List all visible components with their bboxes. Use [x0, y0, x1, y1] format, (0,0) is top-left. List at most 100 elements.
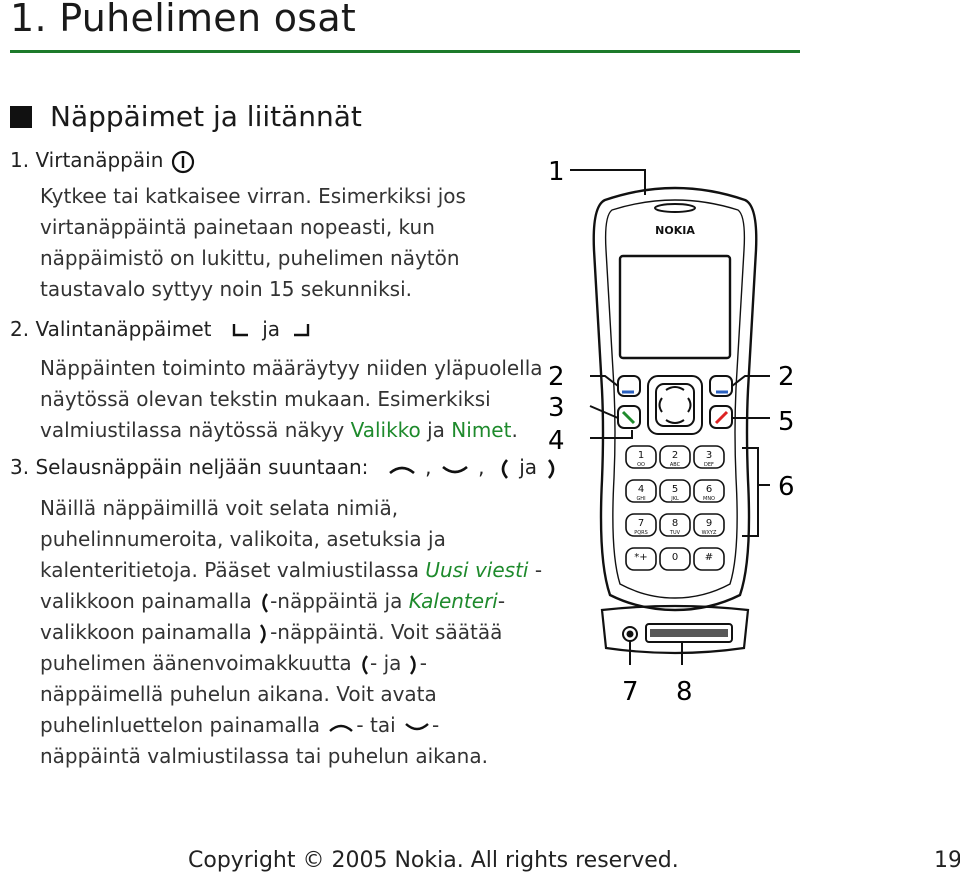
item-2-connector: ja — [262, 317, 281, 341]
scroll-down-icon — [441, 465, 468, 473]
text-line: Kytkee tai katkaisee virran. Esimerkiksi… — [40, 184, 466, 208]
right-selection-key-icon — [294, 323, 310, 336]
keypad-key-letters: DEF — [704, 462, 714, 468]
keypad-key-letters: WXYZ — [702, 530, 717, 536]
scroll-right-icon — [409, 654, 416, 675]
keypad-key-letters: ABC — [670, 462, 681, 468]
item-1-heading: 1. Virtanäppäin — [10, 148, 196, 175]
text-line: näppäimistö on lukittu, puhelimen näytön — [40, 246, 460, 270]
scroll-up-icon — [388, 466, 415, 474]
text-line: valikkoon painamalla -näppäintä. Voit sä… — [40, 617, 542, 648]
keypad-key-number: 9 — [706, 518, 712, 529]
text-span: -näppäintä. Voit säätää — [270, 620, 503, 644]
text-span: valikkoon painamalla — [40, 620, 259, 644]
text-line: puhelimen äänenvoimakkuutta - ja - — [40, 648, 542, 679]
uusi-viesti-term: Uusi viesti — [425, 558, 529, 582]
item-2-heading: 2. Valintanäppäimet ja — [10, 317, 316, 342]
keypad-key-number: 2 — [672, 450, 678, 461]
callout-6: 6 — [778, 472, 795, 502]
text-line: kalenteritietoja. Pääset valmiustilassa … — [40, 555, 542, 586]
text-line: Näillä näppäimillä voit selata nimiä, — [40, 496, 399, 520]
text-span: - — [419, 651, 427, 675]
text-span: - — [528, 558, 543, 582]
item-3-label: 3. Selausnäppäin neljään suuntaan: — [10, 455, 369, 479]
keypad-key-number: 8 — [672, 518, 678, 529]
separator: , — [425, 455, 432, 479]
item-3-heading: 3. Selausnäppäin neljään suuntaan: , , j… — [10, 455, 561, 481]
text-line: puhelinnumeroita, valikoita, asetuksia j… — [40, 527, 446, 551]
scroll-right-icon — [548, 458, 555, 479]
callout-7: 7 — [622, 677, 639, 707]
keypad: 1OO2ABC3DEF4GHI5JKL6MNO7PQRS8TUV9WXYZ*+0… — [625, 445, 725, 571]
keypad-key — [625, 513, 657, 537]
keypad-key — [659, 445, 691, 469]
section-heading: Näppäimet ja liitännät — [10, 100, 362, 133]
scroll-left-icon — [501, 458, 508, 479]
scroll-down-icon — [405, 722, 429, 730]
keypad-key — [625, 445, 657, 469]
text-line: valmiustilassa näytössä näkyy Valikko ja… — [40, 415, 543, 446]
keypad-key-number: 5 — [672, 484, 678, 495]
bullet-square-icon — [10, 105, 32, 128]
scroll-left-icon — [362, 654, 369, 675]
phone-illustration: 1OO2ABC3DEF4GHI5JKL6MNO7PQRS8TUV9WXYZ*+0… — [548, 157, 795, 707]
nimet-term: Nimet — [451, 418, 512, 442]
item-3-body: Näillä näppäimillä voit selata nimiä, pu… — [40, 493, 542, 772]
item-1-body: Kytkee tai katkaisee virran. Esimerkiksi… — [40, 181, 466, 305]
page-number: 19 — [934, 848, 960, 873]
item-3-connector: ja — [519, 455, 538, 479]
chapter-title: 1. Puhelimen osat — [10, 0, 357, 40]
chapter-rule — [10, 50, 800, 53]
callout-5: 5 — [778, 407, 795, 437]
text-span: - — [432, 713, 440, 737]
scroll-right-icon — [260, 623, 266, 644]
text-span: kalenteritietoja. Pääset valmiustilassa — [40, 558, 426, 582]
valikko-term: Valikko — [350, 418, 421, 442]
power-key-icon — [171, 150, 194, 173]
text-span: . — [511, 418, 518, 442]
keypad-key-number: 4 — [638, 484, 644, 495]
text-span: - tai — [356, 713, 402, 737]
text-span: ja — [420, 418, 452, 442]
separator: , — [478, 455, 485, 479]
keypad-key — [625, 547, 657, 571]
keypad-key-number: 6 — [706, 484, 712, 495]
text-span: valmiustilassa näytössä näkyy — [40, 418, 351, 442]
section-title: Näppäimet ja liitännät — [50, 100, 362, 133]
keypad-key — [625, 479, 657, 503]
keypad-key — [693, 445, 725, 469]
text-line: näytössä olevan tekstin mukaan. Esimerki… — [40, 387, 491, 411]
keypad-key-number: 3 — [706, 450, 712, 461]
scroll-up-icon — [329, 724, 354, 732]
callout-8: 8 — [676, 677, 693, 707]
text-span: puhelimen äänenvoimakkuutta — [40, 651, 359, 675]
keypad-key — [659, 479, 691, 503]
keypad-key-number: *+ — [634, 552, 647, 563]
item-2-label: 2. Valintanäppäimet — [10, 317, 212, 341]
callout-4: 4 — [548, 426, 565, 456]
text-line: taustavalo syttyy noin 15 sekunniksi. — [40, 277, 413, 301]
keypad-key-letters: MNO — [703, 496, 715, 502]
text-line: valikkoon painamalla -näppäintä ja Kalen… — [40, 586, 542, 617]
text-line: Näppäinten toiminto määräytyy niiden ylä… — [40, 356, 543, 380]
keypad-key-letters: TUV — [669, 530, 681, 536]
kalenteri-term: Kalenteri — [408, 589, 498, 613]
text-span: - — [497, 589, 506, 613]
text-span: - ja — [370, 651, 408, 675]
keypad-key-number: 1 — [638, 450, 644, 461]
callout-2-left: 2 — [548, 362, 565, 392]
text-line: puhelinluettelon painamalla - tai - — [40, 710, 542, 741]
text-span: valikkoon painamalla — [40, 589, 259, 613]
keypad-key-letters: OO — [637, 462, 645, 468]
keypad-key — [693, 513, 725, 537]
keypad-key-number: # — [705, 552, 713, 563]
callout-3: 3 — [548, 393, 565, 423]
keypad-key — [659, 547, 691, 571]
keypad-key-letters: GHI — [636, 496, 645, 502]
keypad-key-number: 0 — [672, 552, 678, 563]
text-span: puhelinluettelon painamalla — [40, 713, 327, 737]
scroll-left-icon — [262, 592, 269, 613]
item-1-label: 1. Virtanäppäin — [10, 148, 164, 172]
keypad-key — [693, 479, 725, 503]
text-span: -näppäintä ja — [270, 589, 409, 613]
